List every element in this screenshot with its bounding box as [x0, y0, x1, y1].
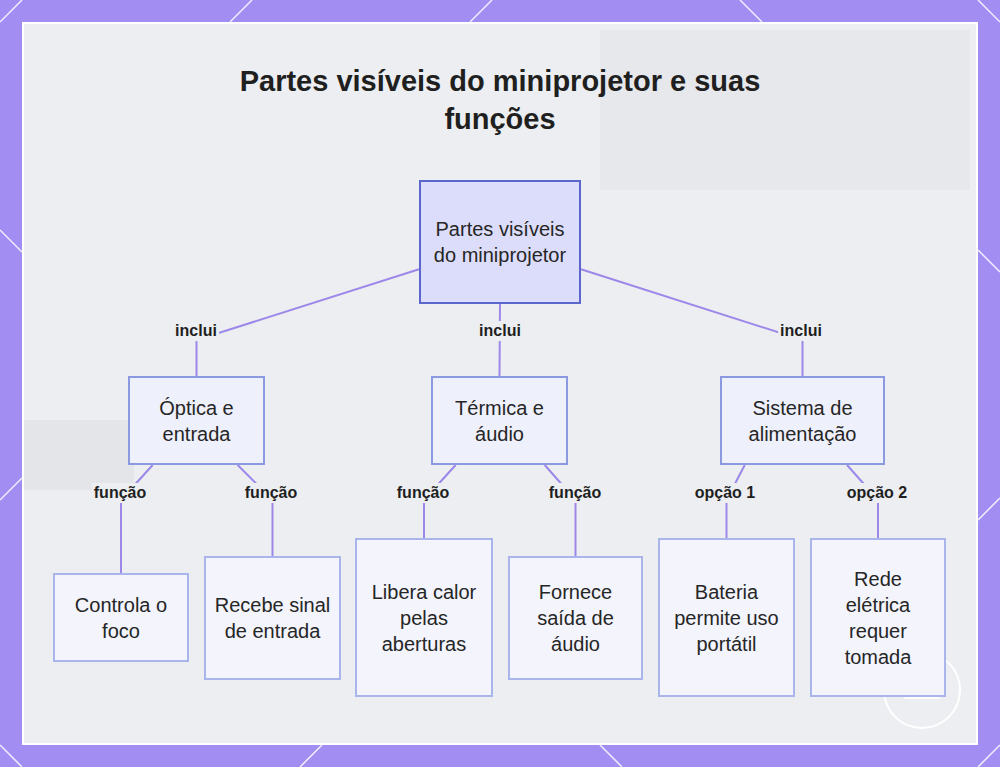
connector-label: inclui — [173, 321, 219, 341]
faded-photo — [24, 30, 970, 490]
node-text-group: Rede elétrica requer tomada — [820, 566, 936, 670]
diagram-title: Partes visíveis do miniprojetor e suas f… — [230, 62, 770, 138]
option-box: Bateria permite uso portátil — [658, 538, 795, 697]
node-text-group: Fornece saída de áudio — [518, 579, 633, 657]
node-text: Bateria permite uso portátil — [668, 579, 785, 657]
node-text: Térmica e áudio — [441, 395, 558, 447]
node-text: Controla o foco — [63, 592, 179, 644]
function-box: Libera calor pelas aberturas — [355, 538, 493, 697]
connector-line — [581, 269, 803, 376]
connector-label: função — [547, 483, 603, 503]
node-text: Rede elétrica requer tomada — [820, 566, 936, 670]
node-text-group: Partes visíveis do miniprojetor — [429, 216, 571, 268]
node-text: Fornece saída de áudio — [518, 579, 633, 657]
node-text-group: Recebe sinal de entrada — [214, 592, 331, 644]
category-box: Sistema de alimentação — [720, 376, 885, 465]
connector-line — [121, 465, 153, 573]
node-text-group: Térmica e áudio — [441, 395, 558, 447]
connector-line — [545, 465, 576, 556]
node-text-group: Bateria permite uso portátil — [668, 579, 785, 657]
connector-label: função — [92, 483, 148, 503]
connector-label: inclui — [778, 321, 824, 341]
option-box: Rede elétrica requer tomada — [810, 538, 946, 697]
node-text-group: Óptica e entrada — [138, 395, 255, 447]
node-text: Libera calor pelas aberturas — [365, 579, 483, 657]
node-text-group: Sistema de alimentação — [730, 395, 875, 447]
node-text-group: Libera calor pelas aberturas — [365, 579, 483, 657]
function-box: Controla o foco — [53, 573, 189, 662]
function-box: Recebe sinal de entrada — [204, 556, 341, 680]
connector-line — [238, 465, 273, 556]
connector-line — [197, 269, 420, 376]
node-text: Recebe sinal de entrada — [214, 592, 331, 644]
category-box: Térmica e áudio — [431, 376, 568, 465]
function-box: Fornece saída de áudio — [508, 556, 643, 680]
node-text: Partes visíveis do miniprojetor — [429, 216, 571, 268]
connector-label: função — [243, 483, 299, 503]
node-text: Sistema de alimentação — [730, 395, 875, 447]
root-box: Partes visíveis do miniprojetor — [419, 180, 581, 304]
category-box: Óptica e entrada — [128, 376, 265, 465]
connector-label: inclui — [477, 321, 523, 341]
connector-label: opção 1 — [693, 483, 757, 503]
node-text: Óptica e entrada — [138, 395, 255, 447]
node-text-group: Controla o foco — [63, 592, 179, 644]
connector-label: função — [395, 483, 451, 503]
connector-label: opção 2 — [845, 483, 909, 503]
